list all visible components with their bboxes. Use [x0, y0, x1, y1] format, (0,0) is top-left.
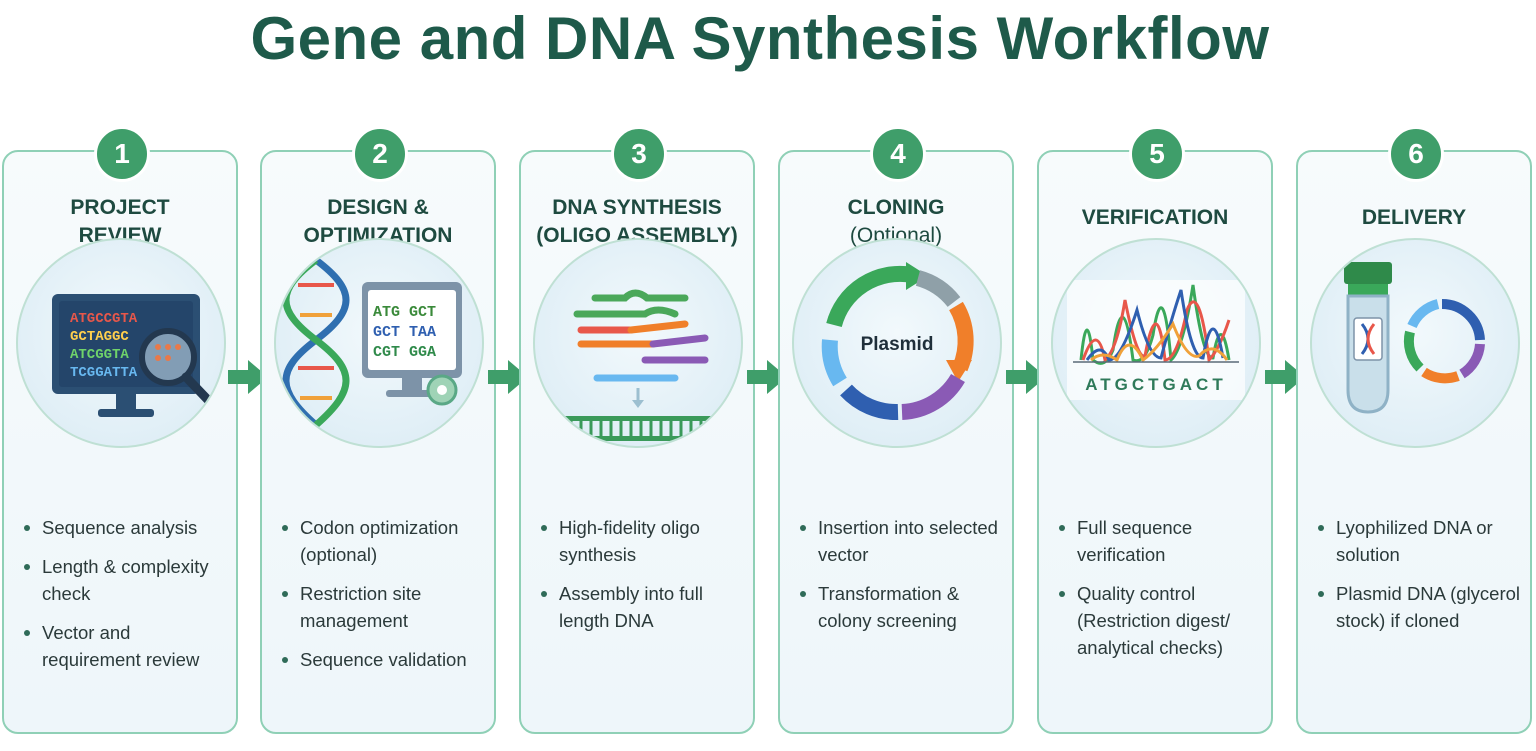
step-heading-line1: VERIFICATION [1081, 206, 1229, 229]
step-card-dna-synthesis: DNA SYNTHESIS (OLIGO ASSEMBLY) [519, 150, 755, 734]
bullet-item: High-fidelity oligo synthesis [539, 514, 745, 568]
svg-text:ATGCCGTA: ATGCCGTA [70, 311, 138, 327]
bullet-item: Lyophilized DNA or solution [1316, 514, 1522, 568]
step-heading-line2: OPTIMIZATION [303, 224, 453, 247]
chromatogram-icon: ATGCTGACT [1051, 238, 1261, 448]
bullet-item: Length & complexity check [22, 553, 228, 607]
arrow-right-icon [747, 360, 787, 394]
step-card-project-review: PROJECT REVIEW ATGCCGTA GCTAGGC ATCGGTA … [2, 150, 238, 734]
step-heading-line1: DELIVERY [1361, 206, 1467, 229]
bullet-item: Insertion into selected vector [798, 514, 1004, 568]
step-bullet-list: High-fidelity oligo synthesis Assembly i… [539, 514, 745, 646]
bullet-item: Codon optimization (optional) [280, 514, 486, 568]
svg-text:GCT TAA: GCT TAA [373, 324, 436, 341]
plasmid-icon: Plasmid [792, 238, 1002, 448]
oligo-assembly-icon [533, 238, 743, 448]
svg-text:TCGGATTA: TCGGATTA [70, 365, 138, 381]
step-number-badge: 1 [94, 126, 150, 182]
bullet-item: Sequence validation [280, 646, 486, 673]
svg-text:ATCGGTA: ATCGGTA [70, 347, 129, 363]
svg-text:ATGCTGACT: ATGCTGACT [1085, 375, 1226, 394]
step-heading-line1: DNA SYNTHESIS [552, 196, 722, 219]
step-card-design-optimization: DESIGN & OPTIMIZATION ATG GCT GCT TAA CG… [260, 150, 496, 734]
bullet-item: Restriction site management [280, 580, 486, 634]
step-number-badge: 4 [870, 126, 926, 182]
step-bullet-list: Sequence analysis Length & complexity ch… [22, 514, 228, 685]
step-bullet-list: Lyophilized DNA or solution Plasmid DNA … [1316, 514, 1522, 646]
svg-text:GCTAGGC: GCTAGGC [70, 329, 129, 345]
step-heading-line2: (OLIGO ASSEMBLY) [536, 224, 738, 247]
bullet-item: Sequence analysis [22, 514, 228, 541]
bullet-item: Transformation & colony screening [798, 580, 1004, 634]
step-heading-line1: DESIGN & [327, 196, 429, 219]
monitor-magnifier-icon: ATGCCGTA GCTAGGC ATCGGTA TCGGATTA [16, 238, 226, 448]
arrow-right-icon [1265, 360, 1305, 394]
tube-plasmid-icon [1310, 238, 1520, 448]
step-number-badge: 3 [611, 126, 667, 182]
arrow-right-icon [488, 360, 528, 394]
step-heading-line1: PROJECT [70, 196, 170, 219]
bullet-item: Full sequence verification [1057, 514, 1263, 568]
arrow-right-icon [1006, 360, 1046, 394]
dna-helix-computer-icon: ATG GCT GCT TAA CGT GGA [274, 238, 484, 448]
step-number-badge: 6 [1388, 126, 1444, 182]
bullet-item: Assembly into full length DNA [539, 580, 745, 634]
step-card-delivery: DELIVERY Lyophilized DNA or solution Pla… [1296, 150, 1532, 734]
step-number-badge: 2 [352, 126, 408, 182]
step-bullet-list: Codon optimization (optional) Restrictio… [280, 514, 486, 685]
svg-text:ATG GCT: ATG GCT [373, 304, 436, 321]
step-card-cloning: CLONING (Optional) Plasmid Insertion int… [778, 150, 1014, 734]
svg-text:CGT GGA: CGT GGA [373, 344, 436, 361]
arrow-right-icon [228, 360, 268, 394]
step-bullet-list: Insertion into selected vector Transform… [798, 514, 1004, 646]
step-bullet-list: Full sequence verification Quality contr… [1057, 514, 1263, 673]
bullet-item: Quality control (Restriction digest/ ana… [1057, 580, 1263, 661]
step-card-verification: VERIFICATION ATGCTGACT Full sequence ver… [1037, 150, 1273, 734]
step-number-badge: 5 [1129, 126, 1185, 182]
svg-text:Plasmid: Plasmid [861, 334, 934, 355]
bullet-item: Vector and requirement review [22, 619, 228, 673]
page-title: Gene and DNA Synthesis Workflow [250, 5, 1270, 72]
bullet-item: Plasmid DNA (glycerol stock) if cloned [1316, 580, 1522, 634]
step-heading-line1: CLONING [847, 196, 945, 219]
